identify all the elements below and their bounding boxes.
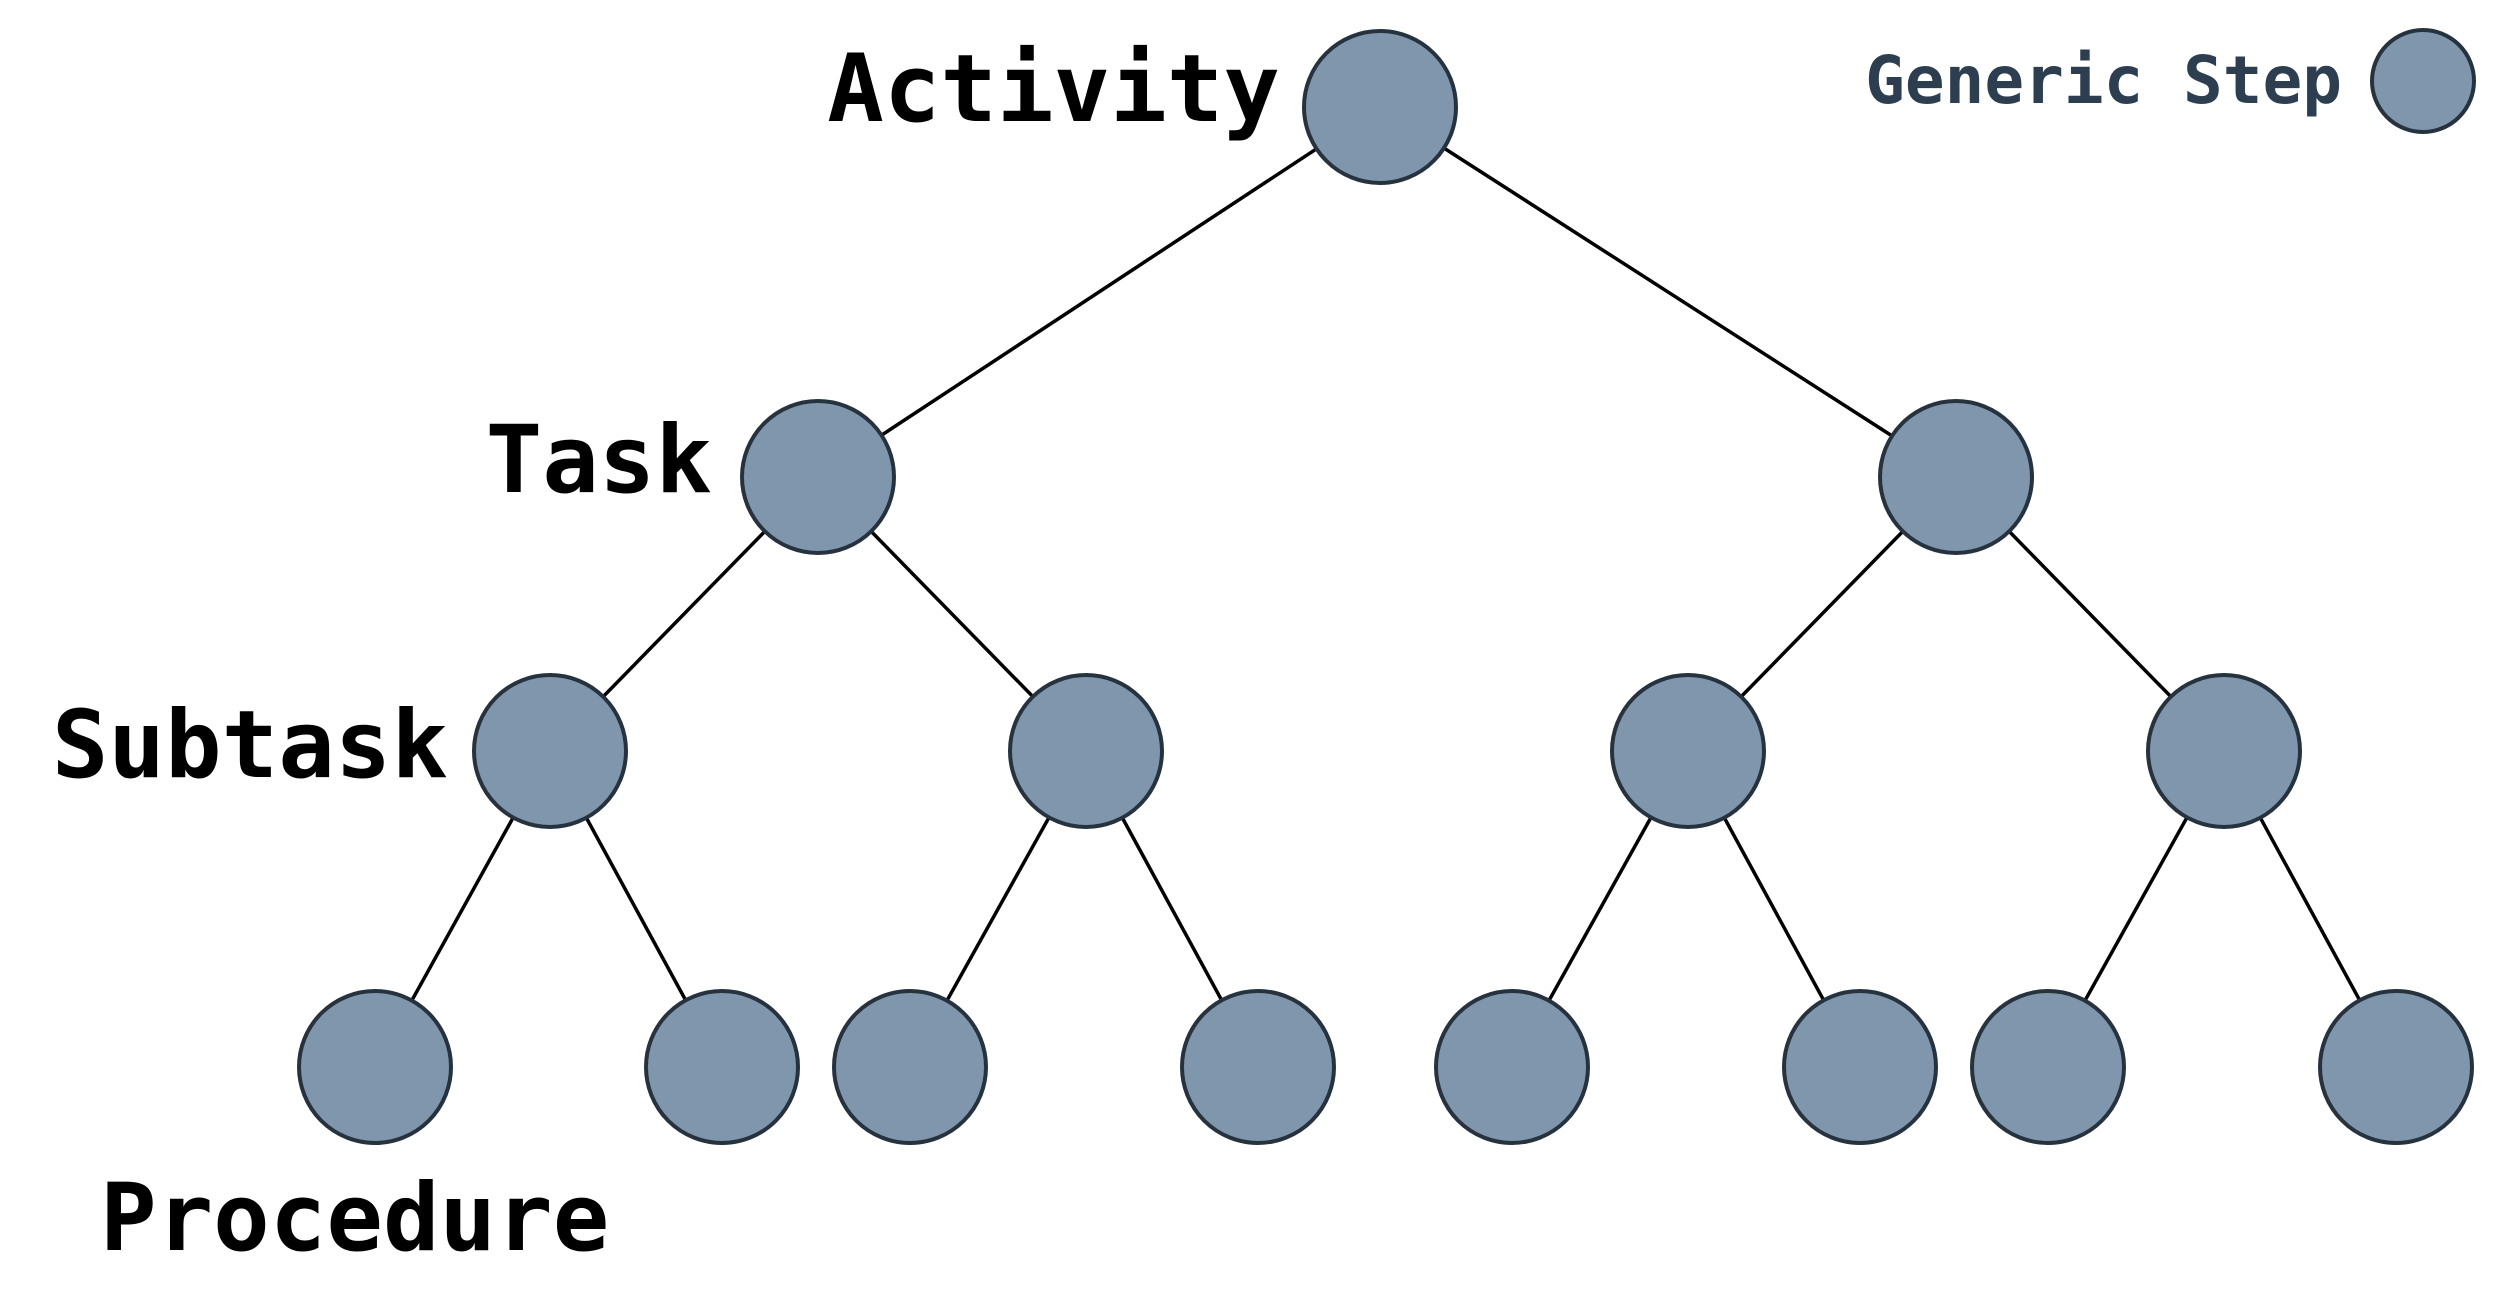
task-node — [1878, 399, 2034, 555]
activity-label: Activity — [827, 35, 1280, 144]
task-node — [740, 399, 896, 555]
subtask-node — [1008, 673, 1164, 829]
tree-nodes — [297, 29, 2474, 1145]
tree-edges — [373, 105, 2398, 1068]
subtask-node — [1610, 673, 1766, 829]
edge-activity-task-left — [817, 105, 1381, 479]
level-labels: Activity Task Subtask Procedure — [52, 35, 1280, 1273]
subtask-label: Subtask — [52, 691, 448, 800]
procedure-node — [832, 989, 988, 1145]
procedure-node — [1180, 989, 1336, 1145]
procedure-label: Procedure — [100, 1164, 609, 1273]
legend-node-icon — [2370, 28, 2476, 134]
procedure-node — [297, 989, 453, 1145]
task-label: Task — [486, 406, 712, 515]
activity-node — [1302, 29, 1458, 185]
procedure-node — [1434, 989, 1590, 1145]
legend: Generic Step — [1865, 28, 2476, 134]
procedure-node — [644, 989, 800, 1145]
procedure-node — [1970, 989, 2126, 1145]
subtask-node — [472, 673, 628, 829]
procedure-node — [1782, 989, 1938, 1145]
edge-activity-task-right — [1379, 105, 1957, 479]
procedure-node — [2318, 989, 2474, 1145]
subtask-node — [2146, 673, 2302, 829]
legend-label: Generic Step — [1865, 42, 2342, 119]
